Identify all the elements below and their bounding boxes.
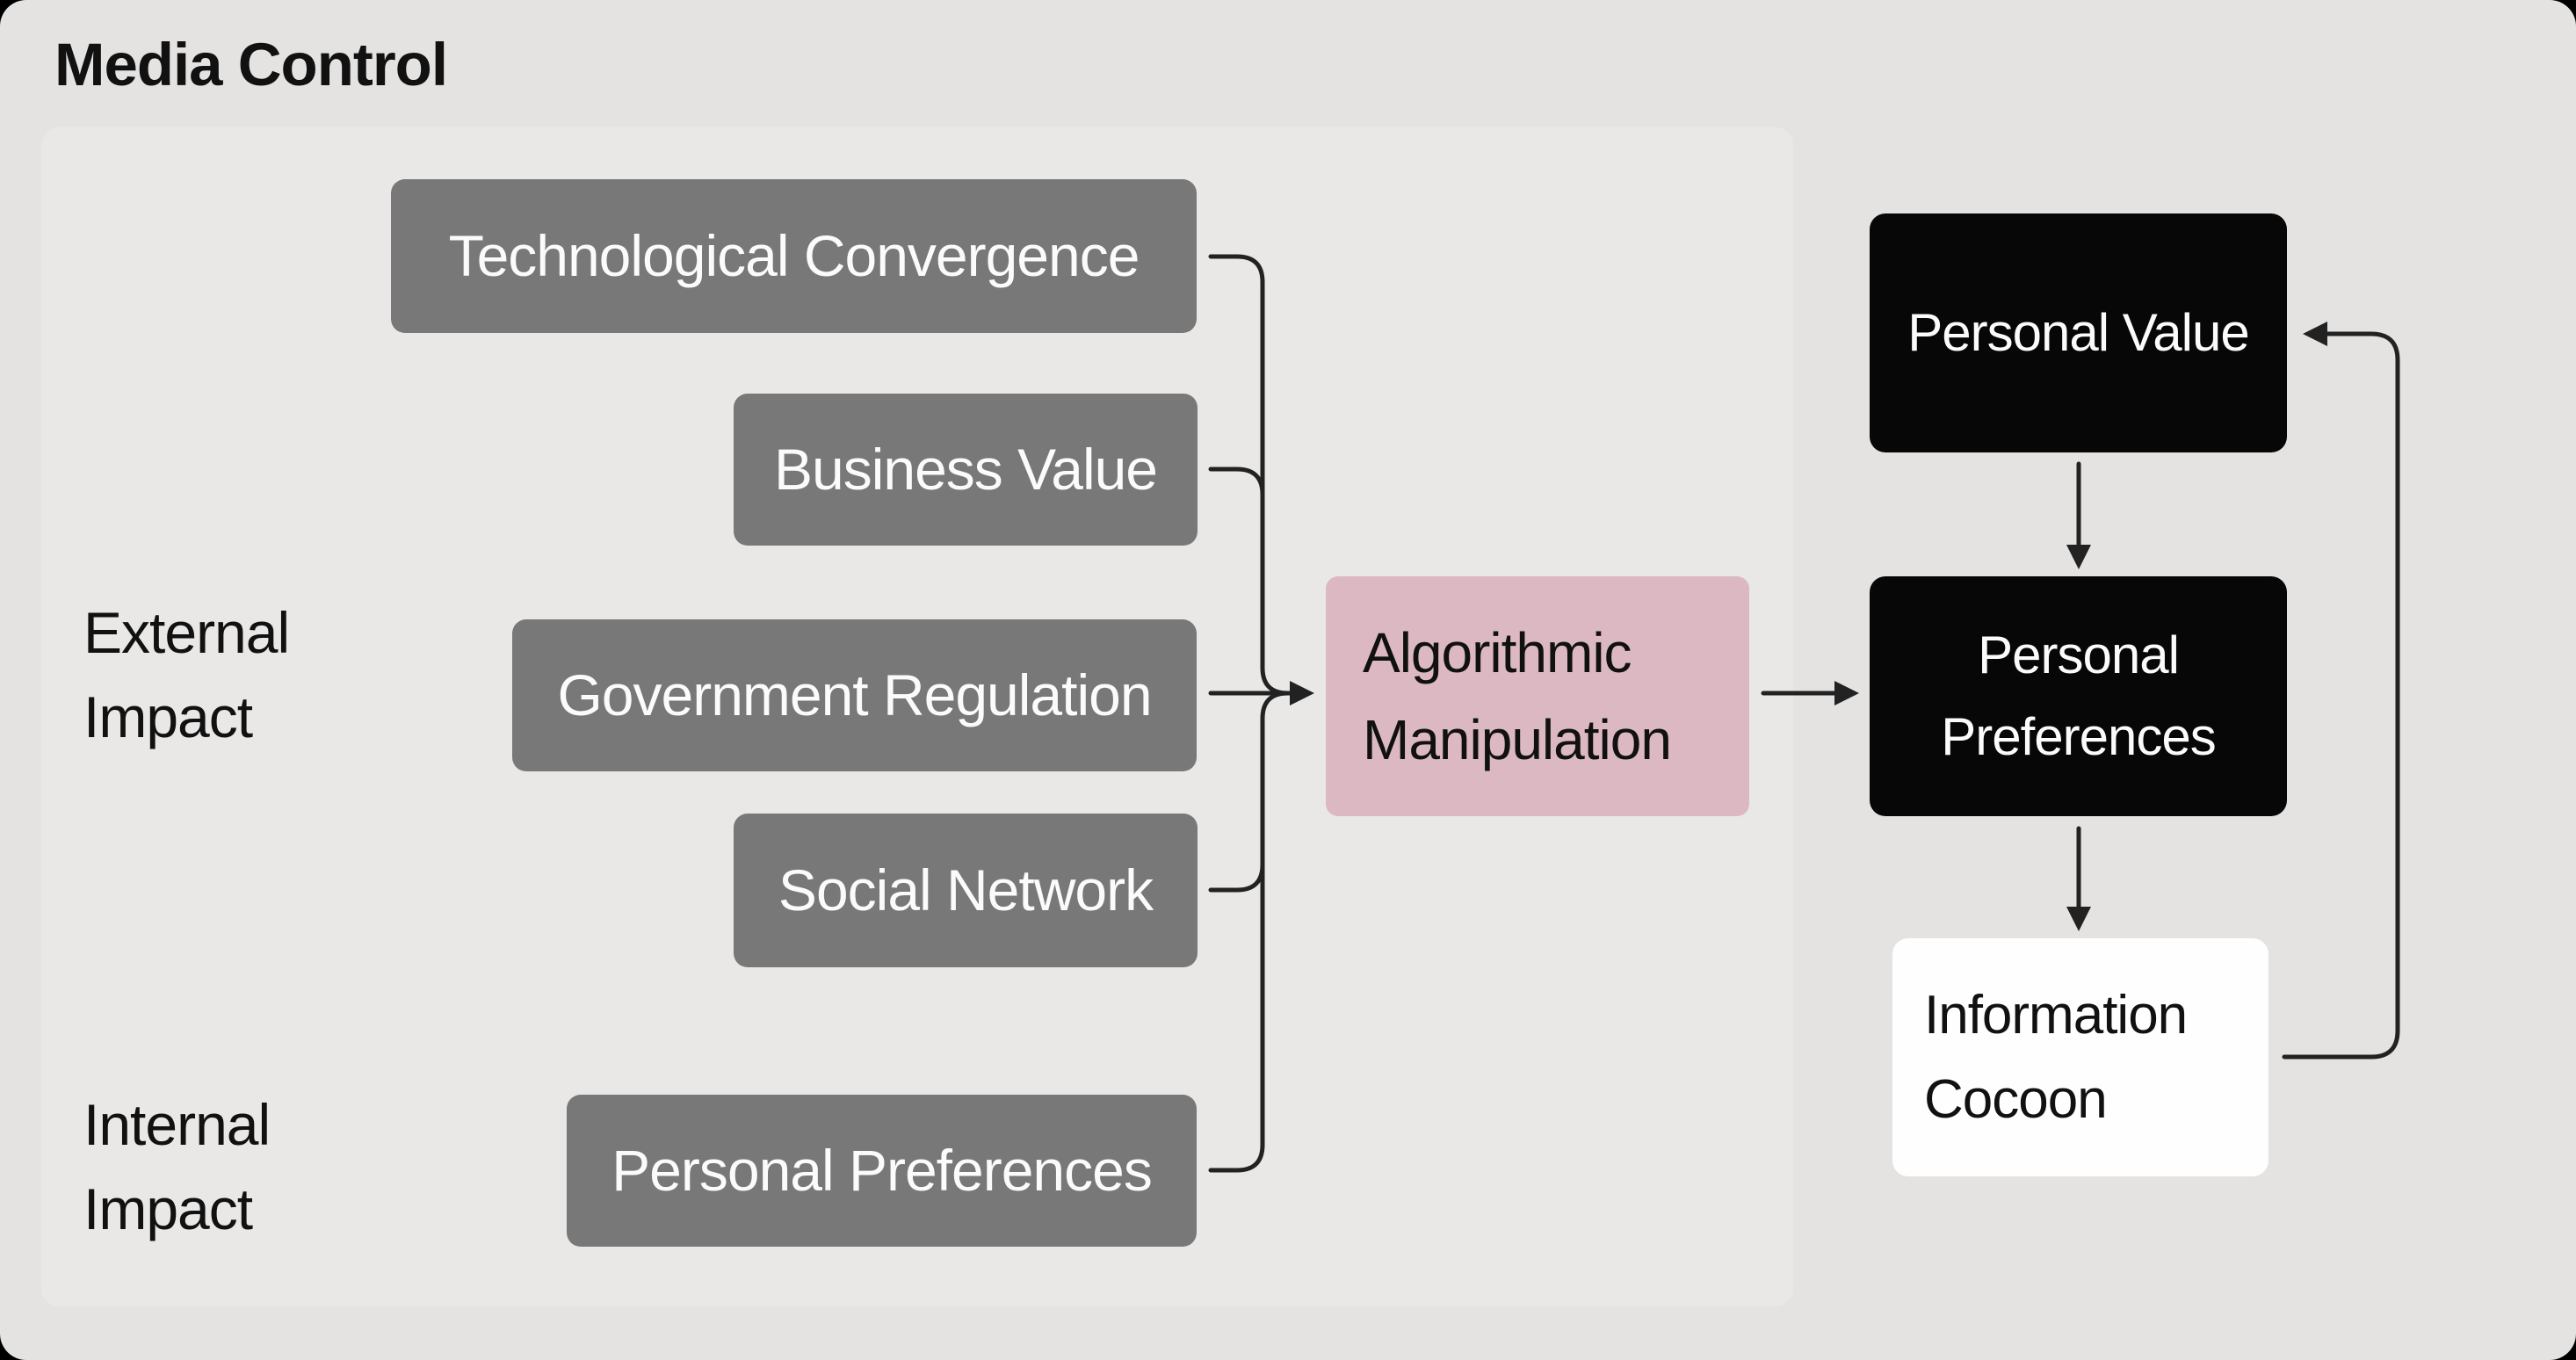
node-business-value: Business Value <box>734 394 1198 546</box>
node-algorithmic-manipulation: Algorithmic Manipulation <box>1326 576 1749 816</box>
node-personal-value: Personal Value <box>1870 213 2287 452</box>
arrowhead-into-algorithmic-manipulation <box>1290 681 1314 705</box>
connector-technological-convergence-to-bus <box>1208 254 1291 696</box>
node-personal-preferences-factor: Personal Preferences <box>567 1095 1197 1247</box>
node-government-regulation: Government Regulation <box>512 619 1197 771</box>
node-technological-convergence: Technological Convergence <box>391 179 1197 333</box>
connector-business-value-to-bus <box>1208 467 1265 497</box>
node-social-network: Social Network <box>734 814 1198 967</box>
section-label-internal-impact: Internal Impact <box>83 1092 271 1241</box>
connector-social-network-to-bus <box>1208 862 1265 893</box>
arrowhead-into-information-cocoon <box>2066 907 2091 931</box>
arrowhead-into-personal-preferences-top <box>2066 545 2091 569</box>
arrowhead-into-personal-value <box>2303 322 2327 346</box>
arrowhead-into-personal-preferences-left <box>1834 681 1859 705</box>
diagram-title: Media Control <box>54 31 448 98</box>
section-label-external-impact: External Impact <box>83 600 290 749</box>
node-personal-preferences-outcome: Personal Preferences <box>1870 576 2287 816</box>
connector-information-cocoon-feedback-to-personal-value <box>2282 331 2400 1060</box>
node-information-cocoon: Information Cocoon <box>1892 938 2268 1176</box>
connector-personal-preferences-to-bus <box>1208 691 1291 1173</box>
